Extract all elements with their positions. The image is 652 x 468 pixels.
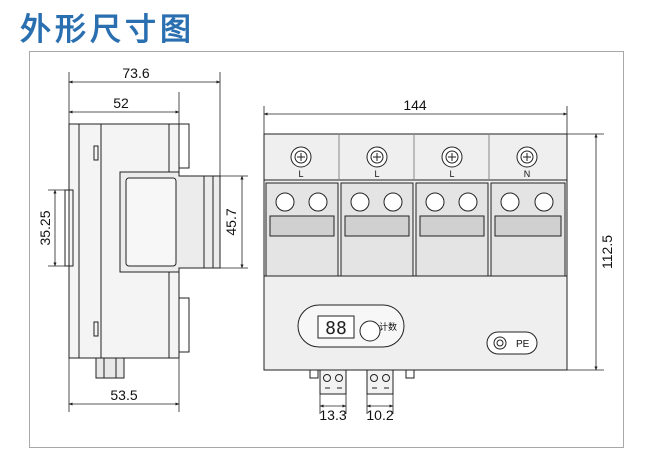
dim-side-body: 52 <box>113 95 129 111</box>
phase-label-4: N <box>524 169 531 179</box>
dim-side-rail: 35.25 <box>37 210 53 245</box>
side-slot-bottom <box>93 321 99 337</box>
module-3 <box>415 182 489 277</box>
module-1 <box>265 182 339 277</box>
din-rail-clip <box>64 189 74 267</box>
dim-side-bottom: 53.5 <box>110 387 137 403</box>
counter-display <box>317 315 355 339</box>
terminal-screw-1 <box>290 146 312 168</box>
front-view <box>263 133 568 395</box>
dim-terminal-right: 10.2 <box>366 407 393 423</box>
side-view <box>64 123 221 379</box>
side-slot-top <box>93 145 99 161</box>
counter-label: 计数 <box>379 321 397 332</box>
pe-label: PE <box>516 339 530 350</box>
side-terminal <box>95 357 125 379</box>
module-4 <box>490 182 566 277</box>
signal-terminal-right <box>366 369 394 395</box>
counter-digits: 88 <box>325 318 347 339</box>
dim-side-total: 73.6 <box>122 65 149 81</box>
dim-side-front: 45.7 <box>223 208 239 235</box>
phase-label-2: L <box>374 169 379 179</box>
terminal-screw-2 <box>366 146 388 168</box>
phase-label-1: L <box>298 169 303 179</box>
signal-terminal-left <box>319 369 347 395</box>
dim-terminal-left: 13.3 <box>319 407 346 423</box>
terminal-screw-4 <box>516 146 538 168</box>
module-2 <box>340 182 414 277</box>
dim-front-height: 112.5 <box>599 235 615 269</box>
front-dimensions <box>263 106 604 414</box>
side-dimensions <box>48 72 248 412</box>
terminal-screw-3 <box>441 146 463 168</box>
dim-front-width: 144 <box>403 97 427 113</box>
counter-reset-button <box>359 320 381 342</box>
drawing-frame <box>29 51 624 448</box>
phase-label-3: L <box>449 169 454 179</box>
page-title: 外形尺寸图 <box>20 12 195 48</box>
